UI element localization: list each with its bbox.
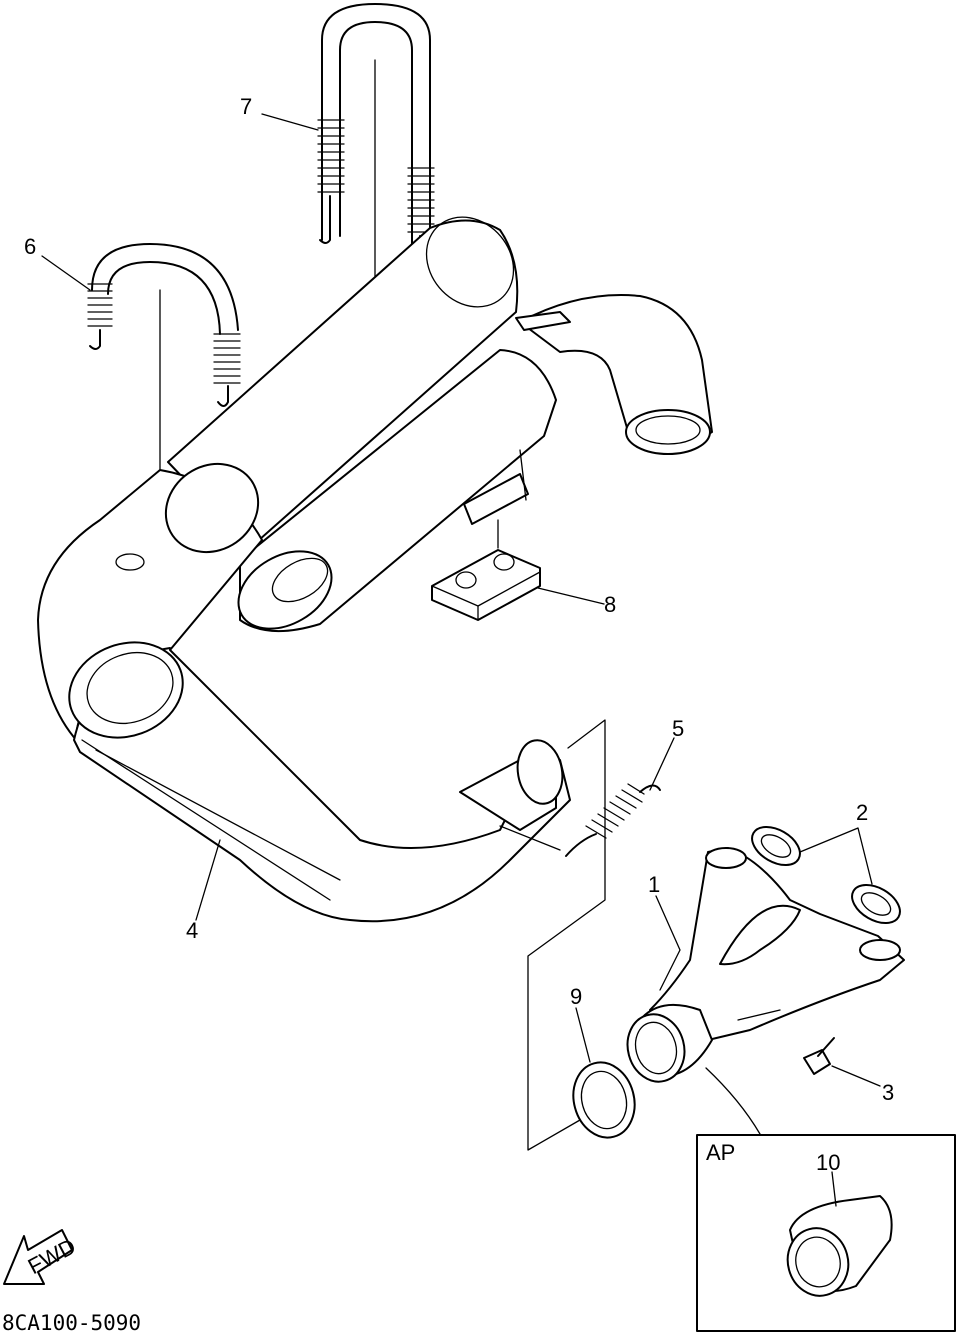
- callout-6: 6: [24, 234, 36, 259]
- leader-lines: [41, 113, 881, 1207]
- callout-3: 3: [882, 1080, 894, 1105]
- gasket-ring-9: [572, 1061, 636, 1139]
- spring-hook-6: [87, 243, 241, 513]
- callout-10: 10: [816, 1150, 840, 1175]
- muffler-assembly: [37, 216, 713, 923]
- bolt-3: [803, 1037, 835, 1075]
- exhaust-pipe-1: [626, 847, 905, 1083]
- callout-9: 9: [570, 984, 582, 1009]
- callout-4: 4: [186, 918, 198, 943]
- damper-block: [431, 519, 541, 621]
- inset-label: AP: [706, 1140, 735, 1165]
- gaskets-2: [751, 826, 901, 924]
- callout-1: 1: [648, 872, 660, 897]
- callout-2: 2: [856, 800, 868, 825]
- callout-5: 5: [672, 716, 684, 741]
- diagram-code: 8CA100-5090: [2, 1311, 141, 1334]
- callout-7: 7: [240, 94, 252, 119]
- callout-8: 8: [604, 592, 616, 617]
- inset-ap: [696, 1067, 956, 1332]
- fwd-arrow-icon: [3, 1229, 73, 1285]
